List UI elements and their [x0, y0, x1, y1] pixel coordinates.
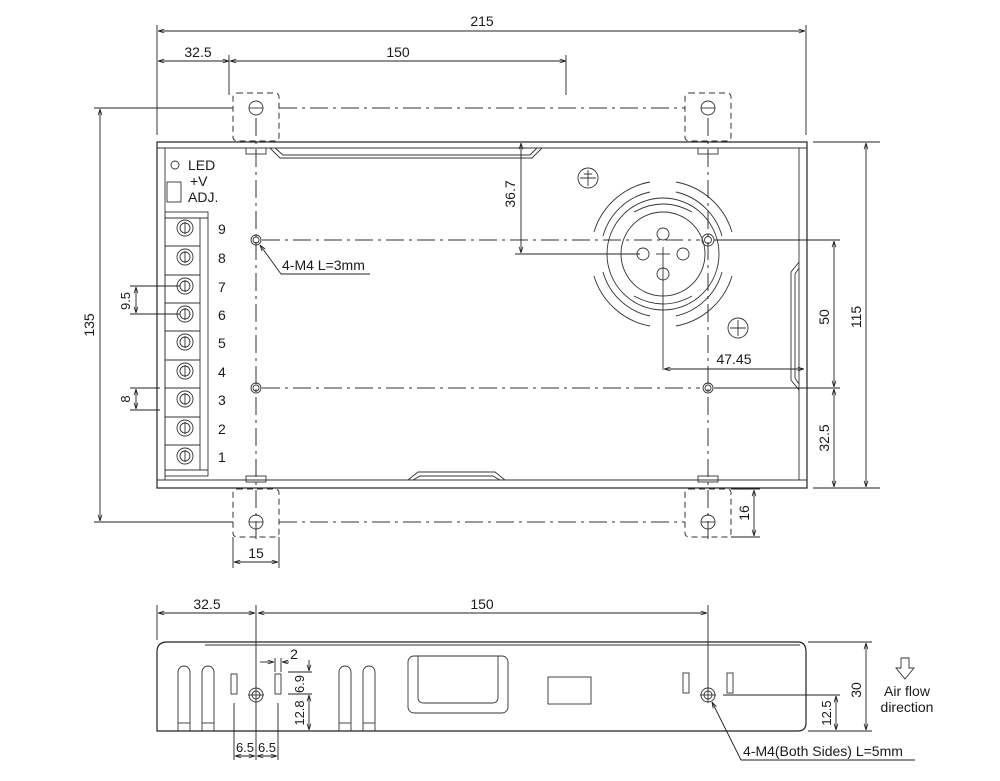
vadj-label-line1: +V: [190, 173, 208, 189]
side-view: 32.5 150: [156, 596, 934, 761]
terminal-2: 2: [165, 416, 226, 437]
dim-mount-pitch: 32.5 150: [158, 44, 567, 95]
dim-terminal-pitch: 9.5: [118, 285, 180, 315]
dim-bracket-width: 15: [232, 537, 280, 568]
side-vent-slots: [177, 665, 376, 731]
svg-text:150: 150: [470, 596, 494, 612]
svg-text:8: 8: [118, 395, 133, 402]
terminal-6: 6: [165, 302, 226, 323]
led-label: LED: [188, 157, 215, 173]
dim-overall-height: 1 3 5: [81, 109, 233, 523]
top-view: 215 32.5 150: [81, 13, 880, 568]
mount-note-top: 4-M4 L=3mm: [260, 245, 370, 275]
top-mounting-brackets: [94, 92, 732, 155]
side-small-slots: [230, 672, 734, 695]
dim-right-stack: 50 32.5 115: [813, 141, 880, 489]
svg-text:5: 5: [218, 335, 226, 351]
terminal-5: 5: [165, 330, 226, 351]
terminal-4: 4: [165, 359, 226, 380]
svg-text:4-M4(Both Sides) L=5mm: 4-M4(Both Sides) L=5mm: [743, 743, 903, 759]
svg-text:6.5: 6.5: [258, 740, 276, 755]
svg-text:4: 4: [218, 364, 226, 380]
svg-text:15: 15: [248, 545, 264, 561]
svg-text:6: 6: [218, 307, 226, 323]
svg-text:30: 30: [848, 682, 864, 698]
svg-text:16: 16: [736, 505, 752, 521]
svg-text:1: 1: [218, 449, 226, 465]
terminal-7: 7: [165, 274, 226, 295]
terminal-8: 8: [165, 245, 226, 266]
side-dim-slot-offsets: 6.5 6.5: [233, 703, 279, 760]
dim-fan-offset-top: 36.7: [502, 143, 640, 255]
terminal-3: 3: [165, 387, 226, 408]
terminal-1: 1: [165, 444, 226, 471]
svg-text:9: 9: [218, 221, 226, 237]
side-body-outline: [156, 641, 807, 732]
side-handle-cutout: [407, 655, 509, 714]
dim-terminal-width: 8: [118, 387, 160, 411]
svg-text:Air flow: Air flow: [884, 683, 931, 699]
svg-text:6.5: 6.5: [236, 740, 254, 755]
side-dim-height: 12.5 30: [723, 641, 872, 732]
svg-text:12.5: 12.5: [819, 700, 834, 725]
svg-text:47.45: 47.45: [716, 351, 751, 367]
fan-grill: [577, 167, 749, 370]
airflow-indicator: Air flow direction: [881, 657, 934, 715]
vadj-label-line2: ADJ.: [188, 189, 218, 205]
dim-bracket-depth: 16: [731, 488, 760, 538]
side-dim-mount-pitch: 32.5 150: [156, 596, 709, 690]
dim-215-label: 215: [470, 13, 494, 29]
svg-text:32.5: 32.5: [816, 424, 832, 451]
svg-text:6.9: 6.9: [292, 675, 307, 693]
terminal-block: 9 8 7 6 5 4 3 2 1: [164, 211, 226, 477]
svg-text:135: 135: [81, 313, 97, 337]
mount-note-side: 4-M4(Both Sides) L=5mm: [712, 702, 915, 761]
led-indicator: LED: [170, 157, 215, 173]
svg-text:3: 3: [218, 392, 226, 408]
top-body-outline: [156, 141, 808, 489]
dim-32-5-label: 32.5: [184, 44, 211, 60]
svg-text:50: 50: [816, 309, 832, 325]
svg-text:12.8: 12.8: [292, 700, 307, 725]
svg-text:4-M4 L=3mm: 4-M4 L=3mm: [282, 257, 365, 273]
svg-text:9.5: 9.5: [118, 292, 133, 310]
arrow-down-icon: [895, 657, 915, 680]
svg-text:32.5: 32.5: [193, 596, 220, 612]
side-dim-slot-heights: 6.9 12.8: [288, 660, 312, 730]
svg-text:115: 115: [848, 306, 864, 329]
dim-overall-width: 215: [156, 13, 807, 135]
terminal-9: 9: [165, 217, 226, 237]
dim-fan-offset-right: 47.45: [664, 351, 804, 369]
side-dim-slot-width: 2: [260, 646, 298, 672]
side-label-window: [547, 676, 592, 705]
bottom-mounting-brackets: [232, 475, 732, 538]
svg-text:2: 2: [290, 646, 298, 662]
side-mount-holes: [248, 687, 716, 703]
vadj-potentiometer: +V ADJ.: [166, 173, 218, 205]
svg-text:8: 8: [218, 250, 226, 266]
dim-150-label: 150: [386, 44, 410, 60]
mounting-holes-top: [250, 118, 840, 540]
svg-text:36.7: 36.7: [502, 180, 518, 207]
svg-text:direction: direction: [881, 699, 934, 715]
svg-text:2: 2: [218, 421, 226, 437]
svg-text:7: 7: [218, 279, 226, 295]
